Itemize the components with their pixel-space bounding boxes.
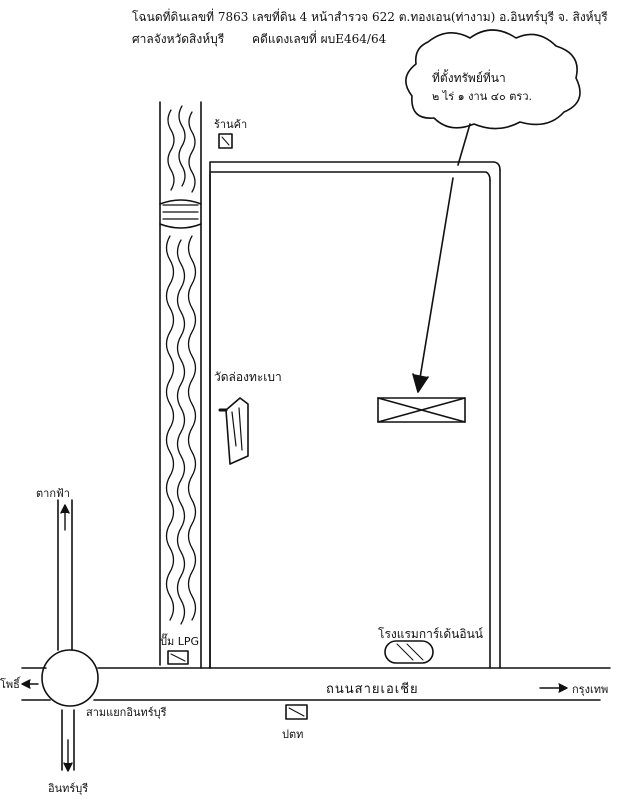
asian-highway [21, 667, 601, 701]
callout-label-property: ที่ตั้งทรัพย์ที่นา [432, 69, 506, 85]
callout-label-area: ๒ ไร่ ๑ งาน ๔๐ ตรว. [432, 90, 532, 103]
ptt-station-marker [285, 704, 308, 720]
side-road [209, 161, 611, 669]
highway-label: ถนนสายเอเชีย [326, 681, 419, 697]
roundabout [41, 649, 99, 707]
garden-inn-hotel-label: โรงแรมการ์เด้นอินน์ [378, 627, 483, 641]
canal [159, 101, 202, 669]
lopburi-label: โพธิ์ [0, 676, 22, 691]
deed-info-line: โฉนดที่ดินเลขที่ 7863 เลขที่ดิน 4 หน้าสำ… [132, 10, 608, 24]
temple-label: วัดล่องทะเบา [214, 370, 282, 384]
inburi-label: อินทร์บุรี [48, 782, 89, 795]
cross-road [57, 499, 75, 771]
direction-arrows [21, 504, 568, 772]
property-callout-cloud [405, 29, 581, 393]
shop-label: ร้านค้า [214, 118, 247, 131]
garden-inn-hotel-marker [384, 640, 434, 664]
lpg-station-marker [167, 650, 189, 665]
ptt-label: ปตท [282, 728, 303, 741]
case-number: คดีแดงเลขที่ ผบE464/64 [252, 32, 387, 46]
takfa-label: ตากฟ้า [36, 487, 70, 500]
temple-marker [218, 397, 249, 465]
shop-marker [218, 133, 233, 149]
canal-water-waves [165, 105, 197, 625]
bangkok-label: กรุงเทพ [572, 683, 608, 696]
court-info-line: ศาลจังหวัดสิงห์บุรี คดีแดงเลขที่ ผบE464/… [132, 30, 386, 49]
intersection-label: สามแยกอินทร์บุรี [86, 706, 167, 719]
property-plot [377, 397, 466, 423]
lpg-station-label: ปั๊ม LPG [160, 633, 199, 648]
court-name: ศาลจังหวัดสิงห์บุรี [132, 32, 225, 46]
